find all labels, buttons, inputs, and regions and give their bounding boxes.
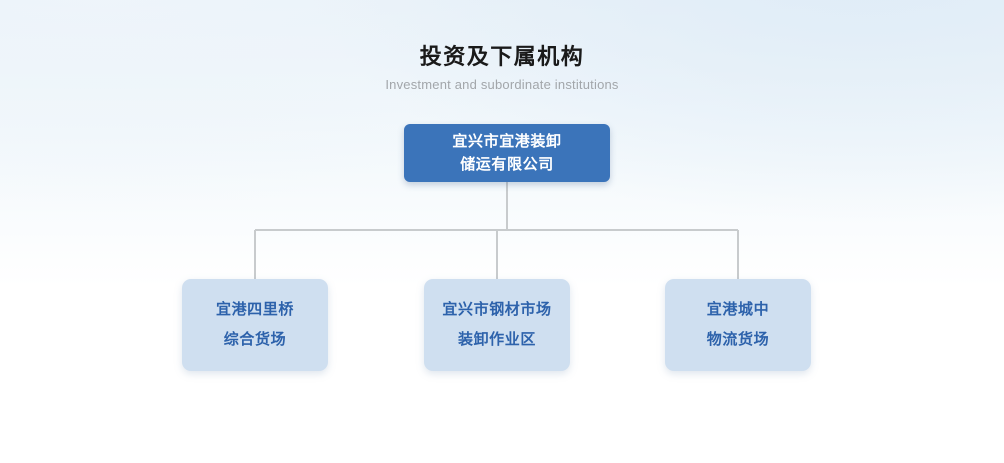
org-node-child-2[interactable]: 宜兴市钢材市场 装卸作业区 — [424, 279, 570, 371]
page-subtitle: Investment and subordinate institutions — [385, 77, 619, 92]
org-node-child-1[interactable]: 宜港四里桥 综合货场 — [182, 279, 328, 371]
org-node-child-3-label: 宜港城中 物流货场 — [706, 301, 770, 348]
org-node-child-1-label: 宜港四里桥 综合货场 — [215, 301, 294, 348]
org-node-root-label: 宜兴市宜港装卸 储运有限公司 — [452, 133, 562, 173]
org-node-root[interactable]: 宜兴市宜港装卸 储运有限公司 — [404, 124, 610, 182]
org-node-child-3[interactable]: 宜港城中 物流货场 — [665, 279, 811, 371]
page-heading: 投资及下属机构 Investment and subordinate insti… — [0, 42, 1004, 94]
page-title: 投资及下属机构 — [419, 44, 585, 69]
org-node-child-2-label: 宜兴市钢材市场 装卸作业区 — [442, 301, 552, 348]
